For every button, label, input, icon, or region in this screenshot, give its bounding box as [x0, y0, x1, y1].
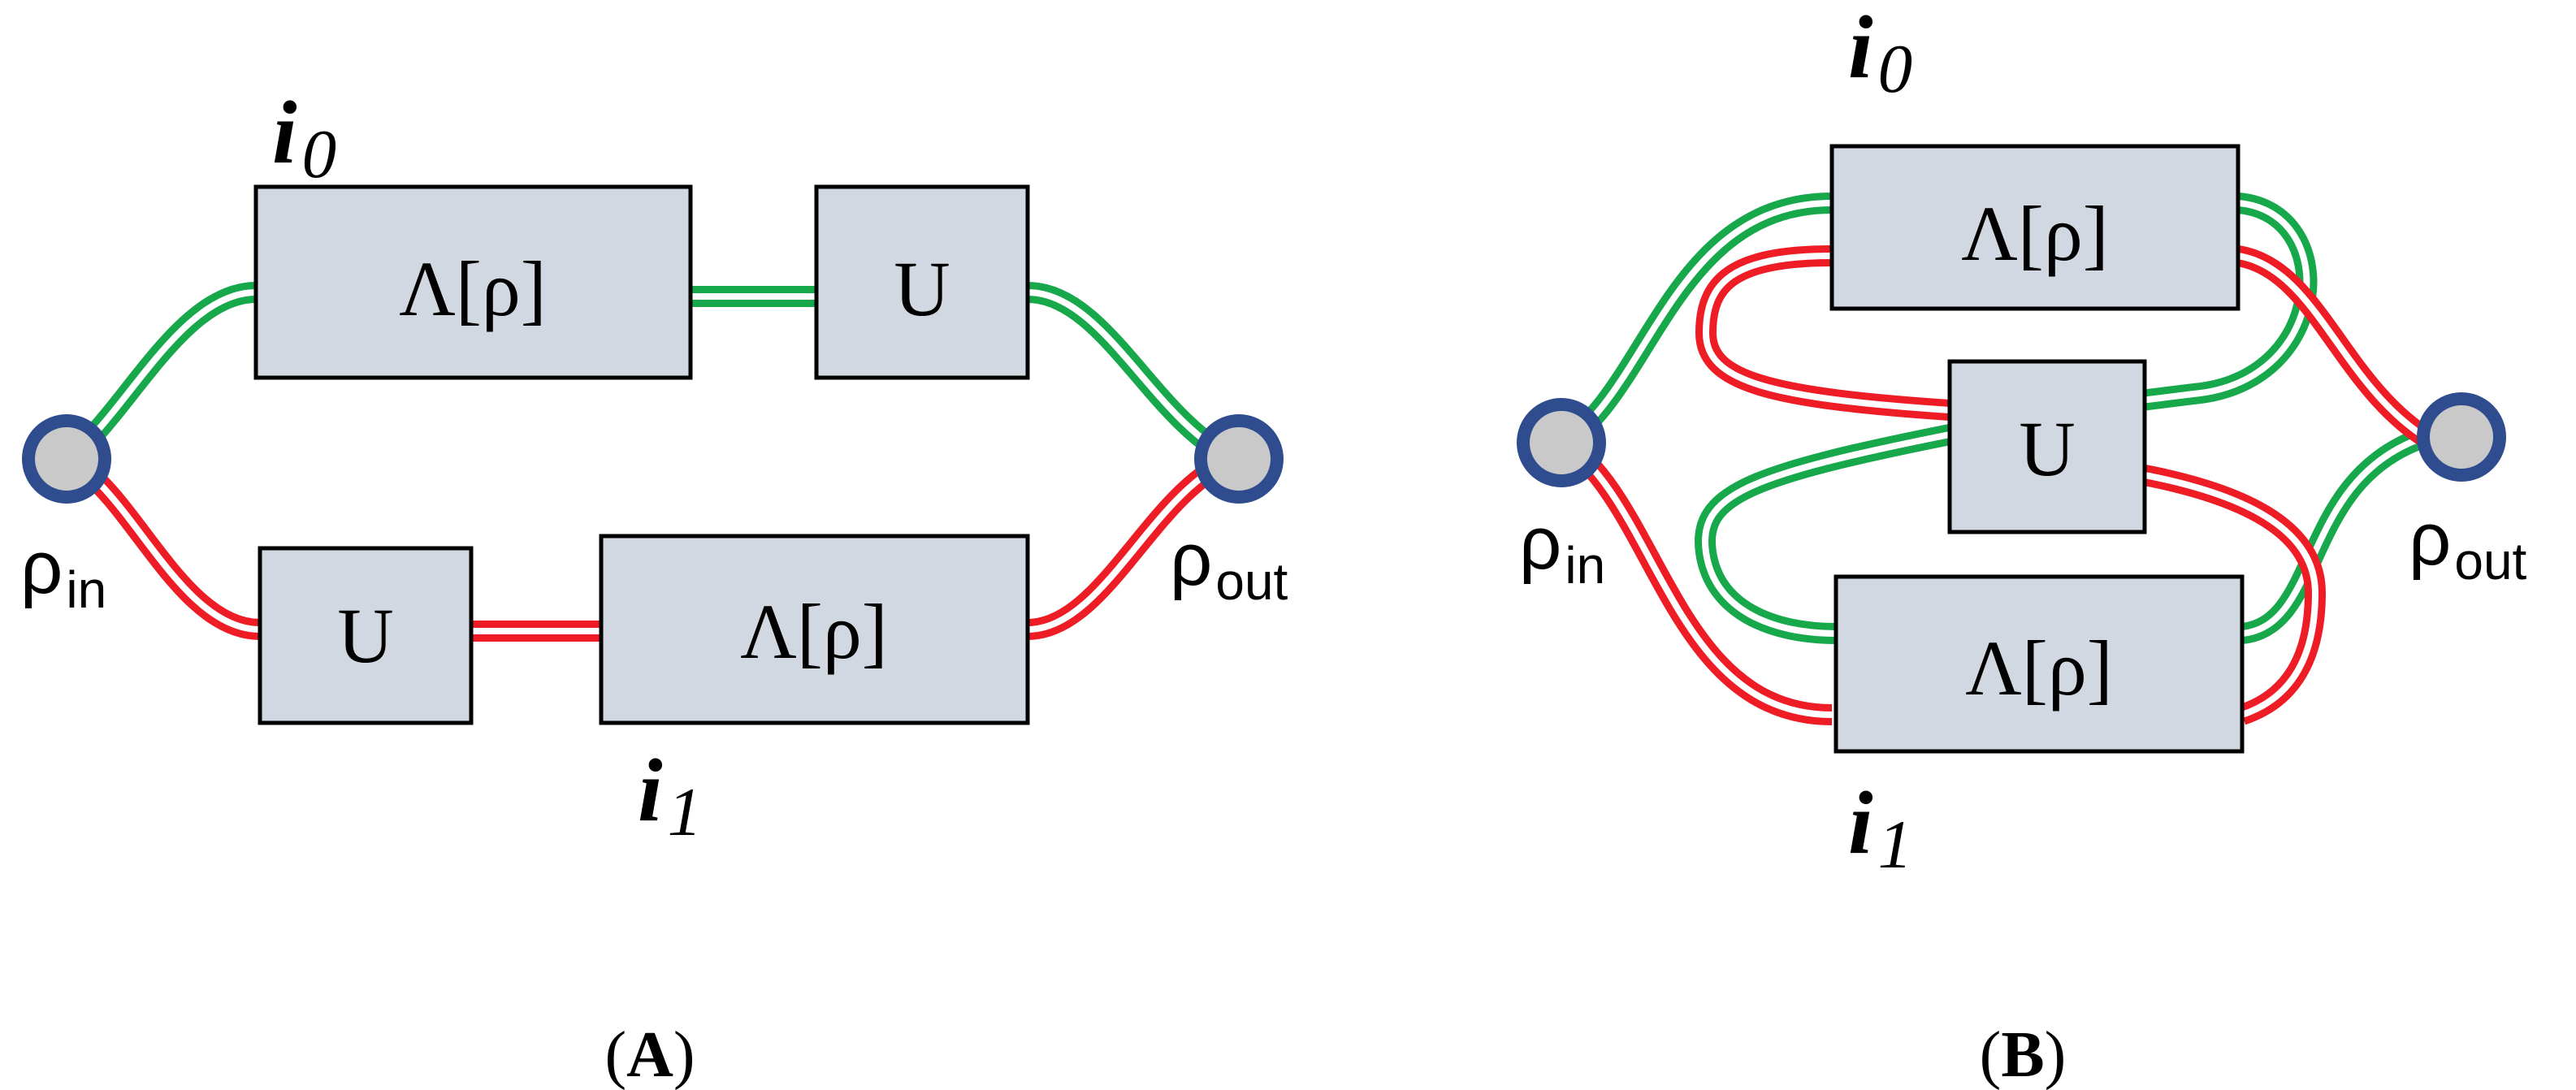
- panel-a-channel-box-top: [253, 184, 693, 380]
- panel-a-unitary-box-bottom: [258, 546, 474, 725]
- panel-b-caption: (B): [1980, 1019, 2067, 1090]
- panel-b-output-node: [2417, 392, 2506, 482]
- panel-a-input-node: [22, 414, 111, 504]
- panel-b-rho-out-label: ρout: [2409, 498, 2527, 590]
- panel-a-unitary-label-bottom: U: [337, 592, 393, 679]
- panel-a-unitary-box-top: [814, 184, 1030, 380]
- panel-b-channel-label-top: Λ[ρ]: [1961, 190, 2108, 277]
- panel-a-channel-label-bottom: Λ[ρ]: [740, 588, 887, 675]
- panel-b-path-i1: [1557, 245, 2431, 725]
- panel-a-rho-in-label: ρin: [20, 526, 106, 619]
- panel-a-unitary-label-top: U: [894, 245, 950, 332]
- panel-a-output-node: [1194, 414, 1284, 504]
- panel-b-unitary-label: U: [2019, 405, 2075, 492]
- panel-b-input-node: [1517, 398, 1606, 487]
- panel-a-index-bottom: i1: [638, 741, 702, 850]
- panel-a: Λ[ρ] U U Λ[ρ] i0 i1 ρin ρout (A): [20, 83, 1288, 1090]
- panel-b-channel-box-bottom: [1834, 574, 2245, 754]
- panel-a-channel-box-bottom: [599, 534, 1030, 725]
- panel-a-caption: (A): [604, 1019, 695, 1090]
- panel-b-rho-in-label: ρin: [1519, 502, 1605, 595]
- panel-b-unitary-box: [1947, 359, 2147, 534]
- panel-b-channel-box-top: [1829, 144, 2240, 311]
- panel-a-channel-label-top: Λ[ρ]: [399, 245, 546, 332]
- panel-b: Λ[ρ] U Λ[ρ] i0 i1 ρin ρout (B): [1517, 0, 2527, 1090]
- panel-b-index-bottom: i1: [1848, 773, 1912, 883]
- panel-b-index-top: i0: [1848, 0, 1912, 107]
- panel-a-index-top: i0: [272, 83, 336, 192]
- panel-a-rho-out-label: ρout: [1170, 518, 1288, 611]
- panel-b-channel-label-bottom: Λ[ρ]: [1965, 625, 2112, 712]
